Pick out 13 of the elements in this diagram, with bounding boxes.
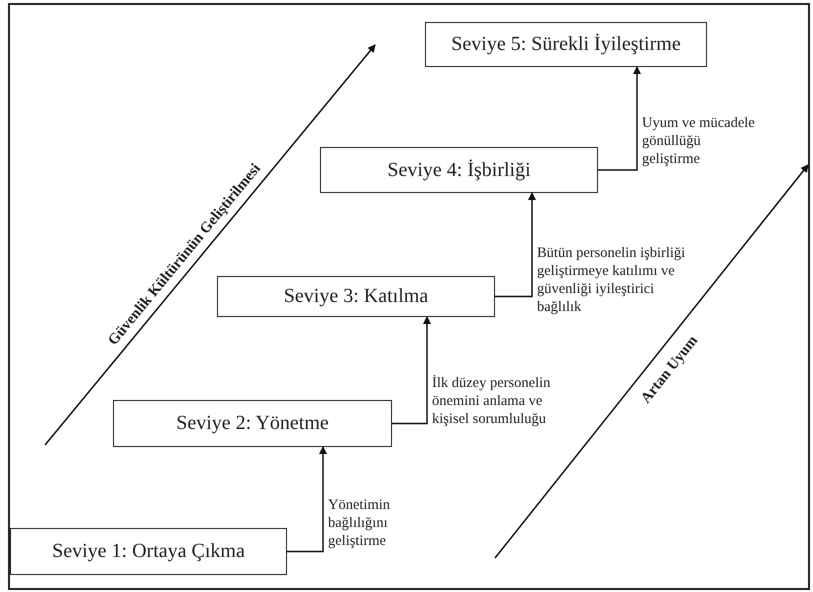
edge-label: Yönetimin bağlılığını geliştirme (328, 496, 392, 550)
level-box: Seviye 3: Katılma (217, 276, 495, 317)
connector-arrow (598, 66, 641, 171)
level-box: Seviye 4: İşbirliği (320, 147, 598, 193)
level-box: Seviye 2: Yönetme (113, 400, 392, 447)
connector-arrow (495, 192, 536, 298)
level-box: Seviye 5: Sürekli İyileştirme (425, 22, 707, 67)
edge-label: İlk düzey personelin önemini anlama ve kişisel sorumluluğu (432, 374, 552, 428)
level-box: Seviye 1: Ortaya Çıkma (10, 528, 287, 575)
connector-arrow (392, 316, 431, 424)
edge-label: Bütün personelin işbirliği geliştirmeye katılımı ve güvenliği iyileştirici bağlılık (537, 244, 686, 316)
connector-arrow (287, 446, 327, 552)
edge-label: Uyum ve mücadele gönüllüğü geliştirme (642, 114, 756, 168)
